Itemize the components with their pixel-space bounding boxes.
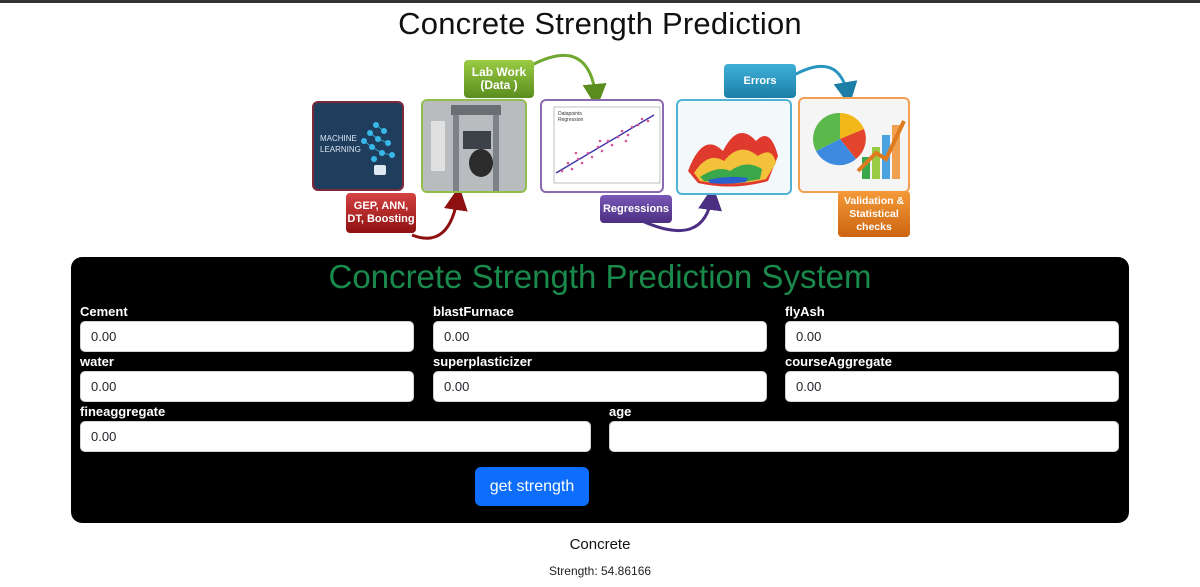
cement-input[interactable] — [80, 321, 414, 352]
result-heading: Concrete — [569, 536, 631, 553]
strength-result: Strength: 54.86166 — [548, 564, 652, 578]
cement-label: Cement — [80, 304, 128, 319]
plot-legend-regression: Regression — [558, 117, 584, 123]
age-label: age — [609, 404, 632, 419]
validation-chart-tile — [798, 97, 910, 193]
validation-tag: Validation & Statistical checks — [838, 191, 910, 237]
get-strength-button[interactable]: get strength — [475, 467, 589, 506]
fine-aggregate-label: fineaggregate — [80, 404, 166, 419]
error-surface-tile — [676, 99, 792, 195]
blast-furnace-label: blastFurnace — [433, 304, 514, 319]
regressions-tag: Regressions — [600, 195, 672, 223]
water-label: water — [80, 354, 114, 369]
superplasticizer-input[interactable] — [433, 371, 767, 402]
errors-tag: Errors — [724, 64, 796, 98]
workflow-arrows — [411, 54, 858, 240]
lab-work-tag: Lab Work (Data ) — [464, 60, 534, 98]
course-aggregate-label: courseAggregate — [785, 354, 892, 369]
plot-legend-datapoints: Datapoints — [558, 111, 582, 117]
fine-aggregate-input[interactable] — [80, 421, 591, 452]
fly-ash-label: flyAsh — [785, 304, 825, 319]
prediction-form: Concrete Strength Prediction System Ceme… — [71, 257, 1129, 523]
course-aggregate-input[interactable] — [785, 371, 1119, 402]
form-title: Concrete Strength Prediction System — [328, 258, 872, 295]
fly-ash-input[interactable] — [785, 321, 1119, 352]
water-input[interactable] — [80, 371, 414, 402]
top-border — [0, 0, 1200, 3]
superplasticizer-label: superplasticizer — [433, 354, 532, 369]
methods-tag: GEP, ANN, DT, Boosting — [346, 193, 416, 233]
lab-photo-tile — [421, 99, 527, 193]
blast-furnace-input[interactable] — [433, 321, 767, 352]
age-input[interactable] — [609, 421, 1119, 452]
page-title: Concrete Strength Prediction — [398, 6, 802, 41]
regression-plot-tile: Datapoints Regression — [540, 99, 664, 193]
